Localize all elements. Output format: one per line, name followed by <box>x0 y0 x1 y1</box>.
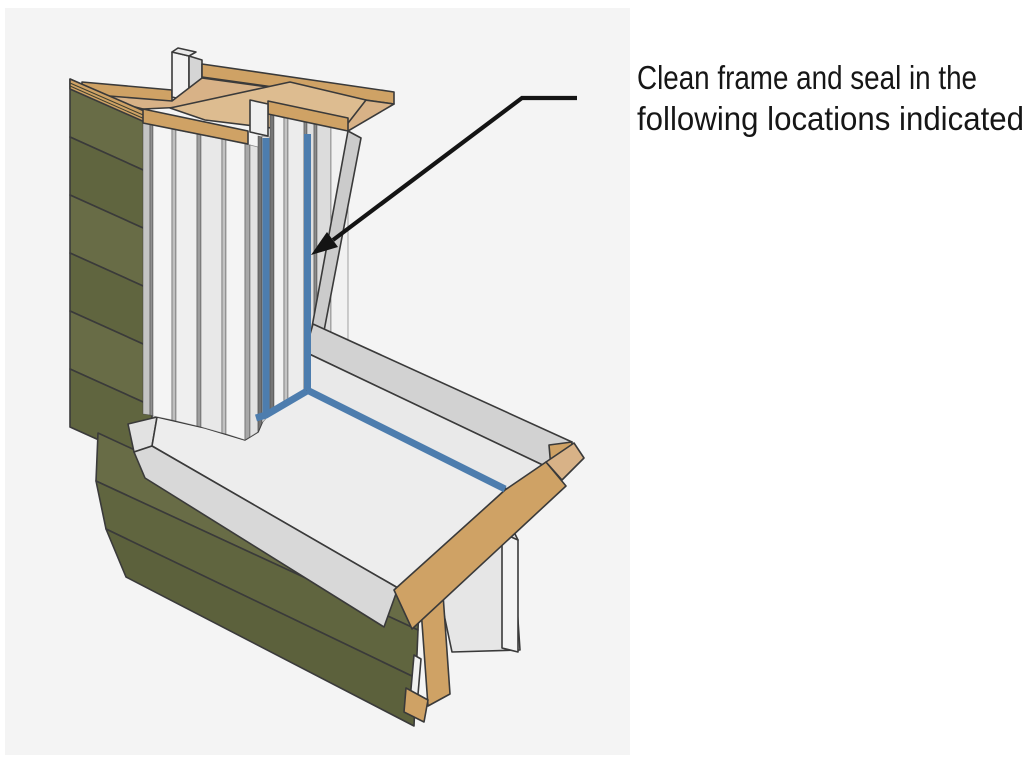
seal-bead-sill-run <box>305 386 507 493</box>
jamb-strip <box>171 128 177 422</box>
head-trim-left <box>142 108 249 145</box>
jamb-strip <box>269 113 275 415</box>
jamb-strip <box>200 134 223 434</box>
seal-beads <box>254 134 507 493</box>
jamb-strip <box>175 129 198 427</box>
sill-front-face <box>133 445 399 628</box>
jamb-strip <box>225 139 246 441</box>
sheathing-layer-line <box>69 85 157 125</box>
jamb-strip <box>287 117 305 405</box>
jamb-strip <box>152 124 173 421</box>
jamb-strip <box>257 135 263 433</box>
jamb-strip <box>283 117 289 407</box>
jamb-strip <box>149 123 154 417</box>
annotation-leader <box>311 95 577 255</box>
head-flashing-sliver <box>249 99 269 137</box>
annotation-text: Clean frame and seal in the following lo… <box>637 59 1024 137</box>
trim-wedge <box>403 687 429 723</box>
jamb-strip <box>249 144 259 438</box>
jamb-strip <box>244 143 251 441</box>
cripple-stud-white <box>501 532 519 653</box>
annotation-line-2: following locations indicated <box>637 100 1024 137</box>
arrowhead-icon <box>311 232 338 255</box>
siding-board <box>105 528 417 727</box>
seal-bead-sill-left <box>254 387 309 422</box>
jamb-strip <box>196 133 202 428</box>
stud-top-face <box>171 47 197 57</box>
sill-nosing <box>393 442 585 630</box>
leader-line <box>331 95 577 242</box>
nosing-end-wedge <box>545 442 585 481</box>
annotation-line-1: Clean frame and seal in the <box>637 59 977 96</box>
jamb-strip <box>142 122 151 416</box>
jamb-strip <box>221 138 227 435</box>
jamb-strip <box>273 114 285 413</box>
